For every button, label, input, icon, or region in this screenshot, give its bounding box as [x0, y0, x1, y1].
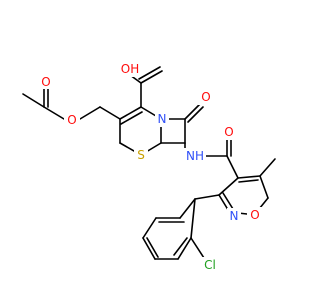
- label-cl: Cl: [204, 258, 216, 272]
- atom-ester-oxygen-left: O: [64, 112, 80, 128]
- atom-ester-carbonyl-oxygen: O: [38, 75, 54, 89]
- label-n-ring: N: [158, 112, 167, 126]
- atom-isoxazole-nitrogen: N: [227, 208, 241, 224]
- molecule-structure-diagram: OH O O O N S N: [22, 61, 276, 273]
- label-nh: NH: [186, 149, 204, 163]
- label-ester-carbonyl-o: O: [41, 75, 50, 89]
- label-isoxazole-o: O: [250, 208, 259, 222]
- label-s: S: [137, 148, 145, 162]
- atom-amide-oxygen: O: [222, 124, 236, 140]
- atom-chlorine: Cl: [201, 257, 219, 273]
- atom-hydroxyl: OH: [121, 61, 139, 77]
- label-oh: OH: [121, 62, 139, 76]
- atom-sulfur: S: [134, 147, 148, 163]
- atom-isoxazole-oxygen: O: [247, 207, 263, 223]
- label-ester-o: O: [67, 113, 76, 127]
- label-beta-lactam-o: O: [201, 90, 210, 104]
- structure-canvas: OH O O O N S N: [22, 61, 276, 273]
- label-amide-o: O: [224, 125, 233, 139]
- atom-labels: OH O O O N S N: [38, 61, 263, 273]
- bond-lines: [22, 66, 276, 260]
- atom-ring-nitrogen: N: [155, 111, 169, 127]
- atom-beta-lactam-oxygen: O: [198, 89, 214, 105]
- label-isoxazole-n: N: [230, 209, 239, 223]
- atom-amide-nh: NH: [184, 148, 206, 164]
